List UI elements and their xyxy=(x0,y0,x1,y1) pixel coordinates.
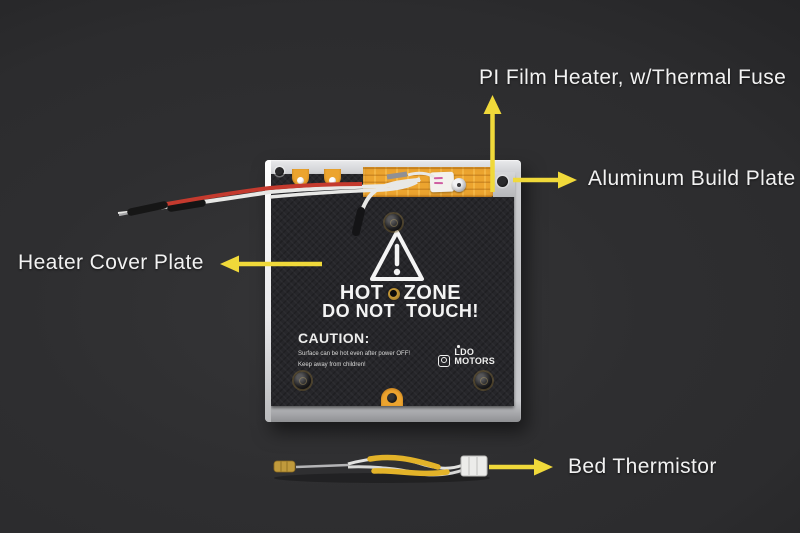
heater-cover-plate: HOT ZONE DO NOT TOUCH! CAUTION: Surface … xyxy=(271,174,514,406)
thermistor-wire xyxy=(347,456,464,470)
mounting-hole xyxy=(387,393,397,403)
brand-name: LDO MOTORS xyxy=(454,347,495,366)
ldo-logo-icon xyxy=(438,355,451,367)
caution-line2: Keep away from children! xyxy=(298,362,366,368)
fuse-rivet xyxy=(452,178,466,192)
kapton-tape-wrap xyxy=(371,468,450,477)
grommet-hole xyxy=(387,287,400,300)
thermistor-brass-tip xyxy=(273,460,296,473)
zone-label: ZONE xyxy=(403,282,462,304)
caution-title: CAUTION: xyxy=(298,330,370,346)
arrow-thermistor-head xyxy=(534,458,553,476)
label-heater-cover-plate: Heater Cover Plate xyxy=(18,251,204,274)
wire-tip xyxy=(118,210,135,217)
ldo-logo-dot xyxy=(457,345,460,348)
pi-film-heater xyxy=(363,167,493,197)
heat-shrink xyxy=(167,199,206,212)
plate-edge-highlight xyxy=(265,160,271,422)
screw xyxy=(385,214,402,231)
screw xyxy=(294,372,311,389)
heat-shrink xyxy=(127,201,168,216)
kapton-tab xyxy=(292,169,309,186)
thermistor-probe xyxy=(295,463,349,469)
rivet-dot xyxy=(297,177,304,184)
kapton-tab-bottom xyxy=(381,388,403,406)
label-pi-film-heater: PI Film Heater, w/Thermal Fuse xyxy=(479,66,787,89)
arrow-pi-film-head xyxy=(483,95,502,114)
ldo-motors-logo: LDO MOTORS xyxy=(438,345,514,367)
kapton-tape-wrap xyxy=(367,454,441,470)
caution-line1: Surface can be hot even after power OFF! xyxy=(298,351,411,357)
hot-zone-text: HOT ZONE xyxy=(279,282,522,305)
rivet-dot xyxy=(329,177,336,184)
label-aluminum-build-plate: Aluminum Build Plate xyxy=(588,167,796,190)
hot-label: HOT xyxy=(339,282,384,304)
wire-tip xyxy=(117,206,175,214)
fuse-marking xyxy=(434,182,444,185)
warning-triangle-icon xyxy=(370,230,424,281)
screw xyxy=(475,372,492,389)
arrow-cover-plate-head xyxy=(220,255,239,273)
thermistor-shadow xyxy=(274,473,490,483)
do-not-touch-text: DO NOT TOUCH! xyxy=(322,301,479,321)
label-bed-thermistor: Bed Thermistor xyxy=(568,455,717,478)
kapton-tab xyxy=(324,169,341,186)
aluminum-build-plate: HOT ZONE DO NOT TOUCH! CAUTION: Surface … xyxy=(265,160,521,422)
thermistor-wire xyxy=(347,465,464,477)
arrow-build-plate-head xyxy=(558,171,577,189)
thermistor-connector xyxy=(460,455,488,477)
fuse-marking xyxy=(433,176,443,180)
mounting-hole xyxy=(497,176,508,187)
mounting-hole xyxy=(275,167,284,176)
thermal-fuse xyxy=(429,171,455,193)
